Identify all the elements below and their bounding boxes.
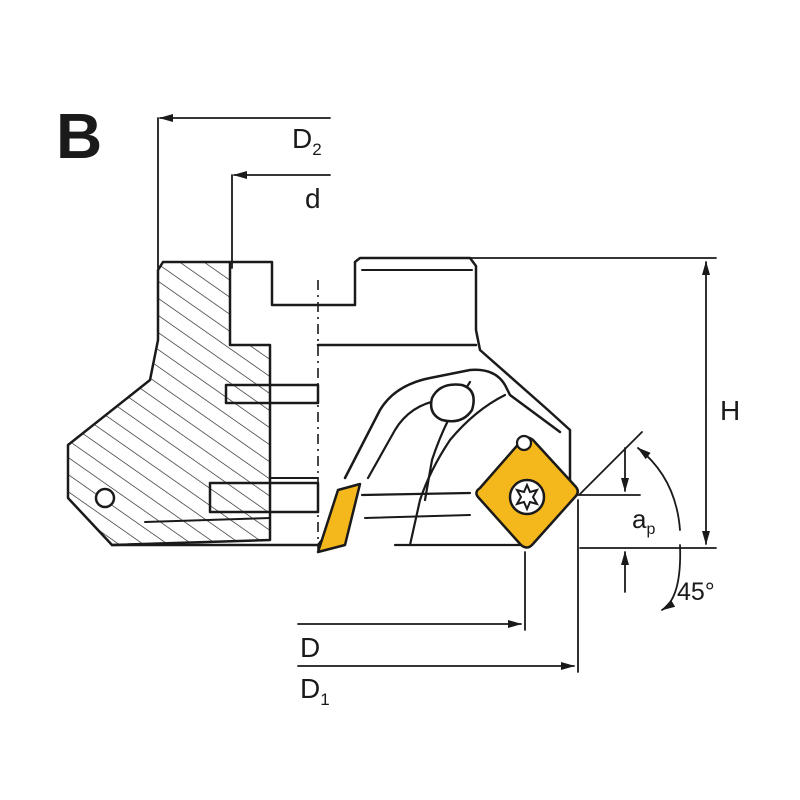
torx-screw-icon <box>508 478 546 516</box>
view-letter: B <box>56 100 102 172</box>
top-outline-keyway <box>228 256 572 507</box>
lower-edge-3 <box>364 514 471 519</box>
angle-arc-top <box>637 447 681 531</box>
mounting-hole <box>94 487 116 509</box>
label-d-main: D <box>300 632 320 663</box>
cutting-insert <box>475 434 579 549</box>
angle-line <box>579 431 643 495</box>
label-h: H <box>720 395 740 426</box>
bottom-inner <box>144 517 271 523</box>
coolant-hole <box>429 383 475 423</box>
label-d1: D1 <box>300 673 330 709</box>
bore-step-mid <box>224 383 320 405</box>
dimension-labels: D2 d H ap 45° D D1 <box>292 123 740 709</box>
clamp-pin <box>515 434 533 452</box>
bore-step-low <box>208 481 320 514</box>
flute-curve <box>408 393 507 547</box>
lower-edge-1 <box>360 491 472 497</box>
label-d: d <box>305 183 321 214</box>
hatched-section <box>66 260 272 547</box>
side-insert <box>316 482 362 554</box>
cutter-body <box>66 256 572 550</box>
label-ap: ap <box>632 504 655 538</box>
angle-arc-bottom <box>661 544 682 611</box>
chip-pocket <box>343 368 562 480</box>
dimension-lines <box>157 114 717 673</box>
label-angle: 45° <box>677 578 715 606</box>
label-d2: D2 <box>292 123 322 159</box>
